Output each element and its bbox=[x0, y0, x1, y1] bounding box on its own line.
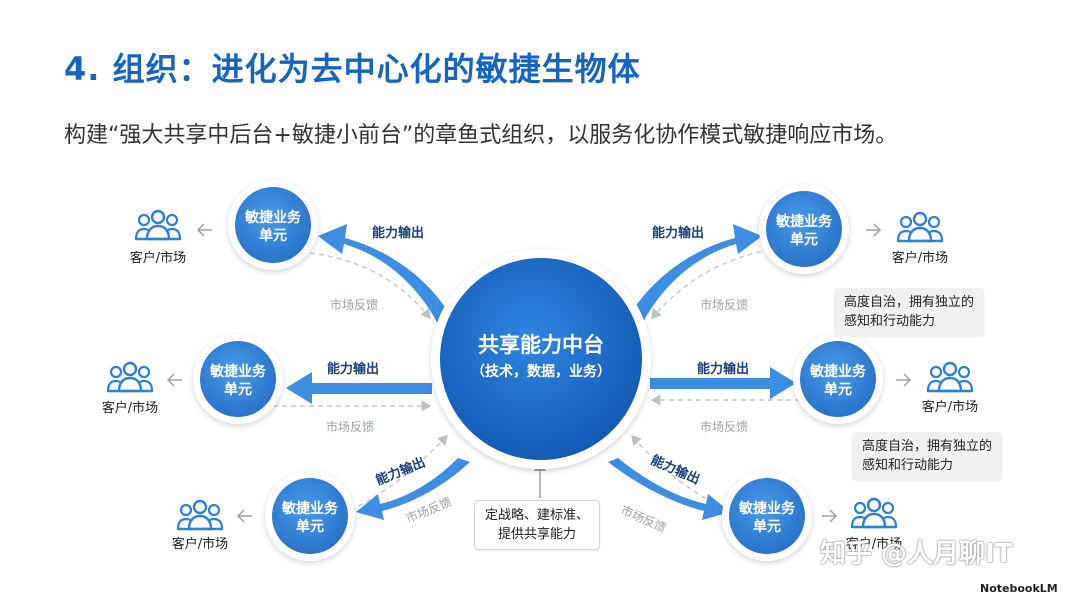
feedback-label-mid-left: 市场反馈 bbox=[326, 419, 374, 434]
people-icon bbox=[106, 361, 154, 393]
feedback-label-mid-right: 市场反馈 bbox=[700, 419, 748, 434]
arrow-right-icon bbox=[896, 373, 912, 387]
svg-text:敏捷业务: 敏捷业务 bbox=[809, 363, 867, 380]
svg-text:客户/市场: 客户/市场 bbox=[130, 250, 186, 266]
arrow-right-icon bbox=[822, 509, 838, 523]
watermark: 知乎 @人月聊IT bbox=[820, 539, 1013, 569]
feedback-label-bottom-right: 市场反馈 bbox=[619, 502, 669, 535]
unit-node-bottom-left: 敏捷业务 单元 bbox=[265, 471, 355, 561]
svg-text:敏捷业务: 敏捷业务 bbox=[738, 500, 796, 517]
feedback-label-top-right: 市场反馈 bbox=[700, 297, 748, 312]
customer-group-bottom-right: 客户/市场 bbox=[822, 497, 902, 552]
svg-text:敏捷业务: 敏捷业务 bbox=[244, 209, 302, 226]
svg-text:客户/市场: 客户/市场 bbox=[846, 536, 902, 552]
unit-node-mid-right: 敏捷业务 单元 bbox=[793, 334, 883, 424]
center-subtitle: （技术，数据，业务） bbox=[471, 363, 611, 380]
output-label-bottom-left: 能力输出 bbox=[374, 454, 428, 488]
output-label-mid-left: 能力输出 bbox=[327, 361, 379, 377]
page-title: 4. 组织：进化为去中心化的敏捷生物体 bbox=[64, 50, 641, 88]
unit-node-bottom-right: 敏捷业务 单元 bbox=[722, 471, 812, 561]
unit-node-mid-left: 敏捷业务 单元 bbox=[193, 334, 283, 424]
people-icon bbox=[926, 361, 974, 393]
brand-label: NotebookLM bbox=[980, 582, 1058, 595]
arrow-left-icon bbox=[166, 373, 182, 387]
output-label-top-right: 能力输出 bbox=[652, 225, 704, 241]
output-arrows bbox=[286, 224, 796, 520]
svg-text:敏捷业务: 敏捷业务 bbox=[281, 500, 339, 517]
unit-node-top-right: 敏捷业务 单元 bbox=[759, 184, 849, 274]
svg-text:敏捷业务: 敏捷业务 bbox=[775, 213, 833, 230]
customer-group-mid-left: 客户/市场 bbox=[102, 361, 182, 416]
svg-text:客户/市场: 客户/市场 bbox=[922, 399, 978, 415]
svg-text:客户/市场: 客户/市场 bbox=[892, 250, 948, 266]
svg-text:敏捷业务: 敏捷业务 bbox=[209, 363, 267, 380]
output-label-mid-right: 能力输出 bbox=[697, 361, 749, 377]
people-icon bbox=[176, 499, 224, 531]
customer-group-top-left: 客户/市场 bbox=[130, 209, 212, 266]
customer-group-bottom-left: 客户/市场 bbox=[172, 499, 252, 552]
arrow-right-icon bbox=[866, 223, 882, 237]
svg-text:单元: 单元 bbox=[296, 518, 324, 535]
arrow-left-icon bbox=[236, 509, 252, 523]
center-title: 共享能力中台 bbox=[478, 333, 604, 357]
people-icon bbox=[850, 497, 898, 529]
unit-node-top-left: 敏捷业务 单元 bbox=[228, 180, 318, 270]
svg-text:单元: 单元 bbox=[753, 518, 781, 535]
autonomy-note-top: 高度自治，拥有独立的 感知和行动能力 bbox=[834, 288, 985, 336]
svg-text:单元: 单元 bbox=[790, 231, 818, 248]
people-icon bbox=[896, 211, 944, 243]
center-node: 共享能力中台 （技术，数据，业务） bbox=[431, 249, 651, 469]
svg-text:单元: 单元 bbox=[224, 381, 252, 398]
strategy-note: 定战略、建标准、 提供共享能力 bbox=[474, 500, 601, 550]
feedback-label-top-left: 市场反馈 bbox=[330, 297, 378, 312]
svg-text:单元: 单元 bbox=[259, 227, 287, 244]
arrow-left-icon bbox=[196, 223, 212, 237]
svg-text:客户/市场: 客户/市场 bbox=[102, 400, 158, 416]
output-label-bottom-right: 能力输出 bbox=[648, 452, 702, 488]
people-icon bbox=[134, 209, 182, 241]
customer-group-mid-right: 客户/市场 bbox=[896, 361, 978, 415]
customer-group-top-right: 客户/市场 bbox=[866, 211, 948, 266]
output-label-top-left: 能力输出 bbox=[372, 225, 424, 241]
autonomy-note-bottom: 高度自治，拥有独立的 感知和行动能力 bbox=[852, 432, 1003, 480]
page-subtitle: 构建“强大共享中后台+敏捷小前台”的章鱼式组织，以服务化协作模式敏捷响应市场。 bbox=[64, 123, 898, 148]
svg-text:单元: 单元 bbox=[824, 381, 852, 398]
svg-text:客户/市场: 客户/市场 bbox=[172, 536, 228, 552]
